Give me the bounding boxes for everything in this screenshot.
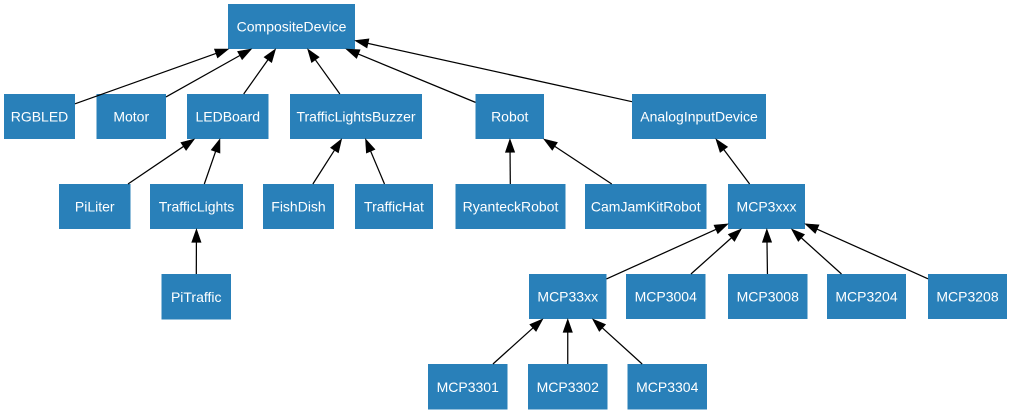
svg-text:PiLiter: PiLiter (75, 199, 115, 215)
svg-text:AnalogInputDevice: AnalogInputDevice (640, 109, 758, 125)
svg-text:LEDBoard: LEDBoard (195, 109, 260, 125)
svg-text:TrafficHat: TrafficHat (364, 199, 424, 215)
svg-text:Robot: Robot (491, 109, 528, 125)
svg-text:CamJamKitRobot: CamJamKitRobot (591, 199, 701, 215)
svg-text:MCP3302: MCP3302 (537, 379, 599, 395)
svg-text:TrafficLights: TrafficLights (159, 199, 234, 215)
svg-text:MCP3204: MCP3204 (835, 289, 897, 305)
svg-text:MCP3004: MCP3004 (635, 289, 697, 305)
svg-text:CompositeDevice: CompositeDevice (237, 19, 347, 35)
svg-text:MCP3xxx: MCP3xxx (737, 199, 797, 215)
svg-text:MCP3008: MCP3008 (737, 289, 799, 305)
svg-text:TrafficLightsBuzzer: TrafficLightsBuzzer (296, 109, 415, 125)
svg-text:RGBLED: RGBLED (11, 109, 69, 125)
svg-text:MCP3304: MCP3304 (636, 379, 698, 395)
svg-text:MCP3301: MCP3301 (437, 379, 499, 395)
svg-text:RyanteckRobot: RyanteckRobot (463, 199, 559, 215)
svg-text:PiTraffic: PiTraffic (171, 289, 222, 305)
svg-text:MCP33xx: MCP33xx (537, 289, 598, 305)
svg-text:MCP3208: MCP3208 (936, 289, 998, 305)
svg-text:Motor: Motor (113, 109, 149, 125)
svg-text:FishDish: FishDish (271, 199, 325, 215)
